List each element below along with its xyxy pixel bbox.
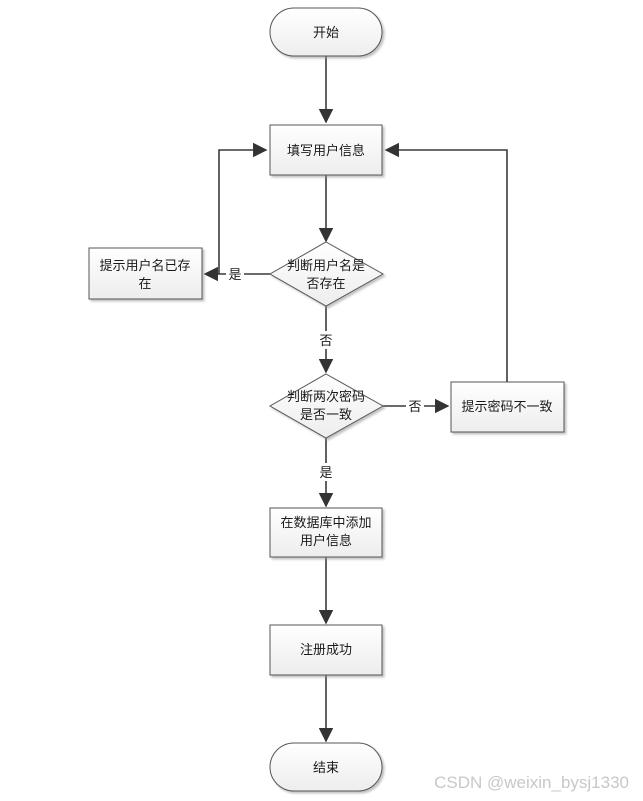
- pwd-mismatch-node: [450, 381, 565, 433]
- check-pwd-label-line2: 是否一致: [300, 408, 352, 423]
- success-node: [269, 624, 383, 676]
- fill-info-label: 填写用户信息: [287, 143, 365, 159]
- edge-pwd-mismatch-back: [384, 142, 508, 382]
- check-pwd-node: [268, 373, 385, 439]
- add-db-label-line1: 在数据库中添加: [280, 515, 371, 531]
- user-exists-label-line2: 在: [138, 277, 151, 292]
- check-user-label-line1: 判断用户名是: [287, 258, 365, 274]
- end-node: [269, 742, 383, 792]
- watermark: CSDN @weixin_bysj1330: [434, 773, 629, 792]
- edge-label-user-yes: 是: [228, 268, 241, 283]
- check-pwd-label-line1: 判断两次密码: [287, 389, 365, 405]
- add-db-node: [269, 507, 383, 558]
- start-label: 开始: [313, 26, 339, 41]
- edge-label-pwd-no: 否: [408, 400, 421, 415]
- edge-label-user-no: 否: [319, 334, 332, 349]
- check-user-node: [268, 241, 385, 307]
- user-exists-node: [88, 247, 203, 300]
- start-node: [269, 7, 383, 57]
- fill-info-node: [269, 124, 383, 176]
- pwd-mismatch-label: 提示密码不一致: [461, 399, 552, 415]
- user-exists-label-line1: 提示用户名已存: [99, 258, 190, 274]
- add-db-label-line2: 用户信息: [300, 533, 352, 549]
- edge-label-pwd-yes: 是: [319, 466, 332, 481]
- check-user-label-line2: 否存在: [306, 277, 345, 292]
- success-label: 注册成功: [300, 643, 352, 658]
- end-label: 结束: [313, 761, 339, 776]
- edge-user-exists-back: [218, 142, 268, 274]
